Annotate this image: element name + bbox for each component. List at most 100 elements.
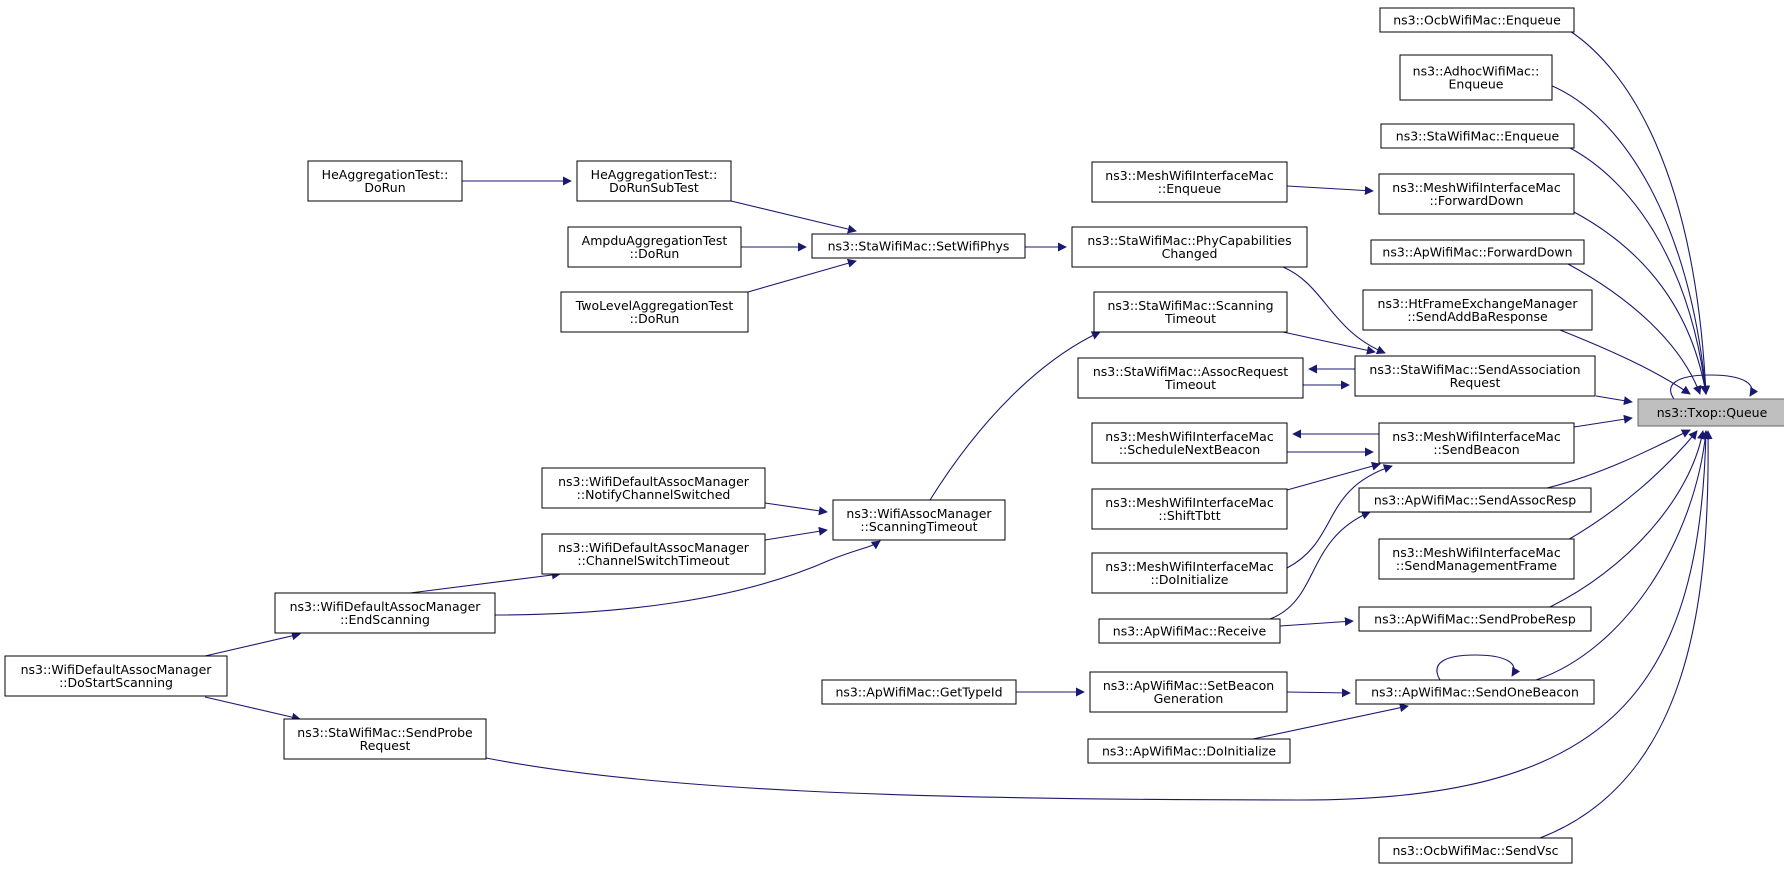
node-label-line: Timeout <box>1164 377 1216 392</box>
edges-layer <box>204 30 1759 839</box>
node-ap-sendproberesp[interactable]: ns3::ApWifiMac::SendProbeResp <box>1358 606 1592 632</box>
node-label-line: ns3::MeshWifiInterfaceMac <box>1392 429 1561 444</box>
node-sta-enqueue[interactable]: ns3::StaWifiMac::Enqueue <box>1380 123 1575 149</box>
edge-sta-enqueue-to-txop-queue <box>1569 147 1710 395</box>
node-label-line: ns3::ApWifiMac::Receive <box>1113 624 1267 639</box>
edge-sta-scantimeout-to-sta-sendassoc <box>1282 331 1376 355</box>
node-adhoc-enqueue[interactable]: ns3::AdhocWifiMac::Enqueue <box>1399 54 1553 101</box>
node-box <box>1362 289 1593 331</box>
edge-mesh-doinit-to-mesh-sendbeacon <box>1286 464 1393 569</box>
node-label-line: ns3::MeshWifiInterfaceMac <box>1105 429 1274 444</box>
node-label-line: ::ScanningTimeout <box>860 519 977 534</box>
node-ht-sendaddba[interactable]: ns3::HtFrameExchangeManager::SendAddBaRe… <box>1362 289 1593 331</box>
node-label-line: ns3::MeshWifiInterfaceMac <box>1105 168 1274 183</box>
node-label-line: Timeout <box>1164 311 1216 326</box>
node-box <box>1379 7 1575 33</box>
node-box <box>541 533 766 575</box>
edge-ap-sendassocresp-to-txop-queue <box>1546 429 1691 489</box>
node-ampdu-dorun[interactable]: AmpduAggregationTest::DoRun <box>567 226 742 268</box>
node-label-line: ns3::StaWifiMac::PhyCapabilities <box>1087 233 1291 248</box>
node-sta-setwifiphys[interactable]: ns3::StaWifiMac::SetWifiPhys <box>811 233 1026 259</box>
node-def-dostartscanning[interactable]: ns3::WifiDefaultAssocManager::DoStartSca… <box>4 655 228 697</box>
node-label-line: ns3::StaWifiMac::Enqueue <box>1396 129 1560 144</box>
node-mesh-schedulenext[interactable]: ns3::MeshWifiInterfaceMac::ScheduleNextB… <box>1091 422 1288 464</box>
node-box <box>4 655 228 697</box>
node-mesh-sendbeacon[interactable]: ns3::MeshWifiInterfaceMac::SendBeacon <box>1378 422 1575 464</box>
node-box <box>576 160 732 202</box>
edge-ap-doinit-to-ap-sendonebeacon <box>1252 703 1409 740</box>
node-label-line: ::EndScanning <box>340 612 430 627</box>
node-box <box>1358 487 1592 513</box>
node-box <box>1091 552 1288 594</box>
edge-ocb-sendvsc-to-txop-queue <box>1539 430 1713 839</box>
node-label-line: ::ShiftTbtt <box>1158 508 1220 523</box>
edge-mesh-enqueue-to-mesh-forwarddown <box>1286 185 1374 196</box>
node-label-line: ns3::WifiDefaultAssocManager <box>558 474 750 489</box>
edge-sta-phycap-to-sta-sendassoc <box>1282 266 1386 355</box>
node-ap-doinit[interactable]: ns3::ApWifiMac::DoInitialize <box>1087 738 1291 764</box>
node-def-channeltimeout[interactable]: ns3::WifiDefaultAssocManager::ChannelSwi… <box>541 533 766 575</box>
edge-ap-sendonebeacon-to-ap-sendonebeacon <box>1436 654 1521 681</box>
node-he-dorun[interactable]: HeAggregationTest::DoRun <box>307 160 463 202</box>
node-label-line: DoRun <box>364 180 405 195</box>
edge-def-dostartscanning-to-def-endscanning <box>204 631 301 657</box>
node-label-line: ::NotifyChannelSwitched <box>577 487 731 502</box>
node-label-line: ns3::HtFrameExchangeManager <box>1378 296 1579 311</box>
node-assocmgr-scantimeout[interactable]: ns3::WifiAssocManager::ScanningTimeout <box>832 499 1006 541</box>
node-def-endscanning[interactable]: ns3::WifiDefaultAssocManager::EndScannin… <box>274 592 496 634</box>
node-label-line: ns3::ApWifiMac::SetBeacon <box>1103 678 1274 693</box>
node-ocb-enqueue[interactable]: ns3::OcbWifiMac::Enqueue <box>1379 7 1575 33</box>
node-label-line: ns3::WifiAssocManager <box>846 506 992 521</box>
node-mesh-sendmgmt[interactable]: ns3::MeshWifiInterfaceMac::SendManagemen… <box>1378 538 1575 580</box>
node-mesh-forwarddown[interactable]: ns3::MeshWifiInterfaceMac::ForwardDown <box>1378 173 1575 215</box>
node-twolevel-dorun[interactable]: TwoLevelAggregationTest::DoRun <box>560 291 749 333</box>
node-label-line: ns3::WifiDefaultAssocManager <box>21 662 213 677</box>
node-box <box>1378 422 1575 464</box>
node-box <box>283 718 487 760</box>
node-label-line: ns3::StaWifiMac::Scanning <box>1107 298 1273 313</box>
node-label-line: ns3::ApWifiMac::SendAssocResp <box>1374 493 1576 508</box>
edge-def-notifychannel-to-assocmgr-scantimeout <box>764 502 828 516</box>
edge-adhoc-enqueue-to-txop-queue <box>1549 84 1710 395</box>
node-label-line: ns3::ApWifiMac::ForwardDown <box>1382 245 1572 260</box>
node-he-dorunsubtest[interactable]: HeAggregationTest::DoRunSubTest <box>576 160 732 202</box>
node-ocb-sendvsc[interactable]: ns3::OcbWifiMac::SendVsc <box>1378 837 1573 864</box>
node-mesh-doinit[interactable]: ns3::MeshWifiInterfaceMac::DoInitialize <box>1091 552 1288 594</box>
node-def-notifychannel[interactable]: ns3::WifiDefaultAssocManager::NotifyChan… <box>541 467 766 509</box>
node-mesh-enqueue[interactable]: ns3::MeshWifiInterfaceMac::Enqueue <box>1091 161 1288 203</box>
edge-txop-queue-to-txop-queue <box>1670 374 1759 400</box>
node-ap-receive[interactable]: ns3::ApWifiMac::Receive <box>1098 618 1281 644</box>
node-label-line: ns3::WifiDefaultAssocManager <box>290 599 482 614</box>
node-box <box>1093 291 1288 333</box>
node-sta-scantimeout[interactable]: ns3::StaWifiMac::ScanningTimeout <box>1093 291 1288 333</box>
node-box <box>1087 738 1291 764</box>
node-mesh-shifttbtt[interactable]: ns3::MeshWifiInterfaceMac::ShiftTbtt <box>1091 488 1288 530</box>
node-box <box>1399 54 1553 101</box>
node-label-line: ns3::OcbWifiMac::Enqueue <box>1393 13 1561 28</box>
node-label-line: ns3::MeshWifiInterfaceMac <box>1392 545 1561 560</box>
node-label-line: ::ScheduleNextBeacon <box>1119 442 1260 457</box>
edge-ap-forwarddown-to-txop-queue <box>1567 263 1702 395</box>
node-label-line: ns3::MeshWifiInterfaceMac <box>1392 180 1561 195</box>
node-label-line: ::DoRun <box>630 246 680 261</box>
node-label-line: AmpduAggregationTest <box>582 233 728 248</box>
node-ap-sendassocresp[interactable]: ns3::ApWifiMac::SendAssocResp <box>1358 487 1592 513</box>
node-label-line: ns3::ApWifiMac::GetTypeId <box>835 685 1002 700</box>
node-ap-forwarddown[interactable]: ns3::ApWifiMac::ForwardDown <box>1370 239 1585 265</box>
node-box <box>811 233 1026 259</box>
node-ap-gettypeid[interactable]: ns3::ApWifiMac::GetTypeId <box>821 679 1017 705</box>
node-ap-sendonebeacon[interactable]: ns3::ApWifiMac::SendOneBeacon <box>1355 679 1595 705</box>
node-box <box>274 592 496 634</box>
node-box <box>1355 679 1595 705</box>
node-label-line: HeAggregationTest:: <box>591 167 718 182</box>
node-box <box>1380 123 1575 149</box>
node-label-line: ns3::StaWifiMac::SendProbe <box>297 725 473 740</box>
edge-ap-sendonebeacon-to-txop-queue <box>1535 430 1710 681</box>
node-txop-queue[interactable]: ns3::Txop::Queue <box>1637 398 1784 427</box>
